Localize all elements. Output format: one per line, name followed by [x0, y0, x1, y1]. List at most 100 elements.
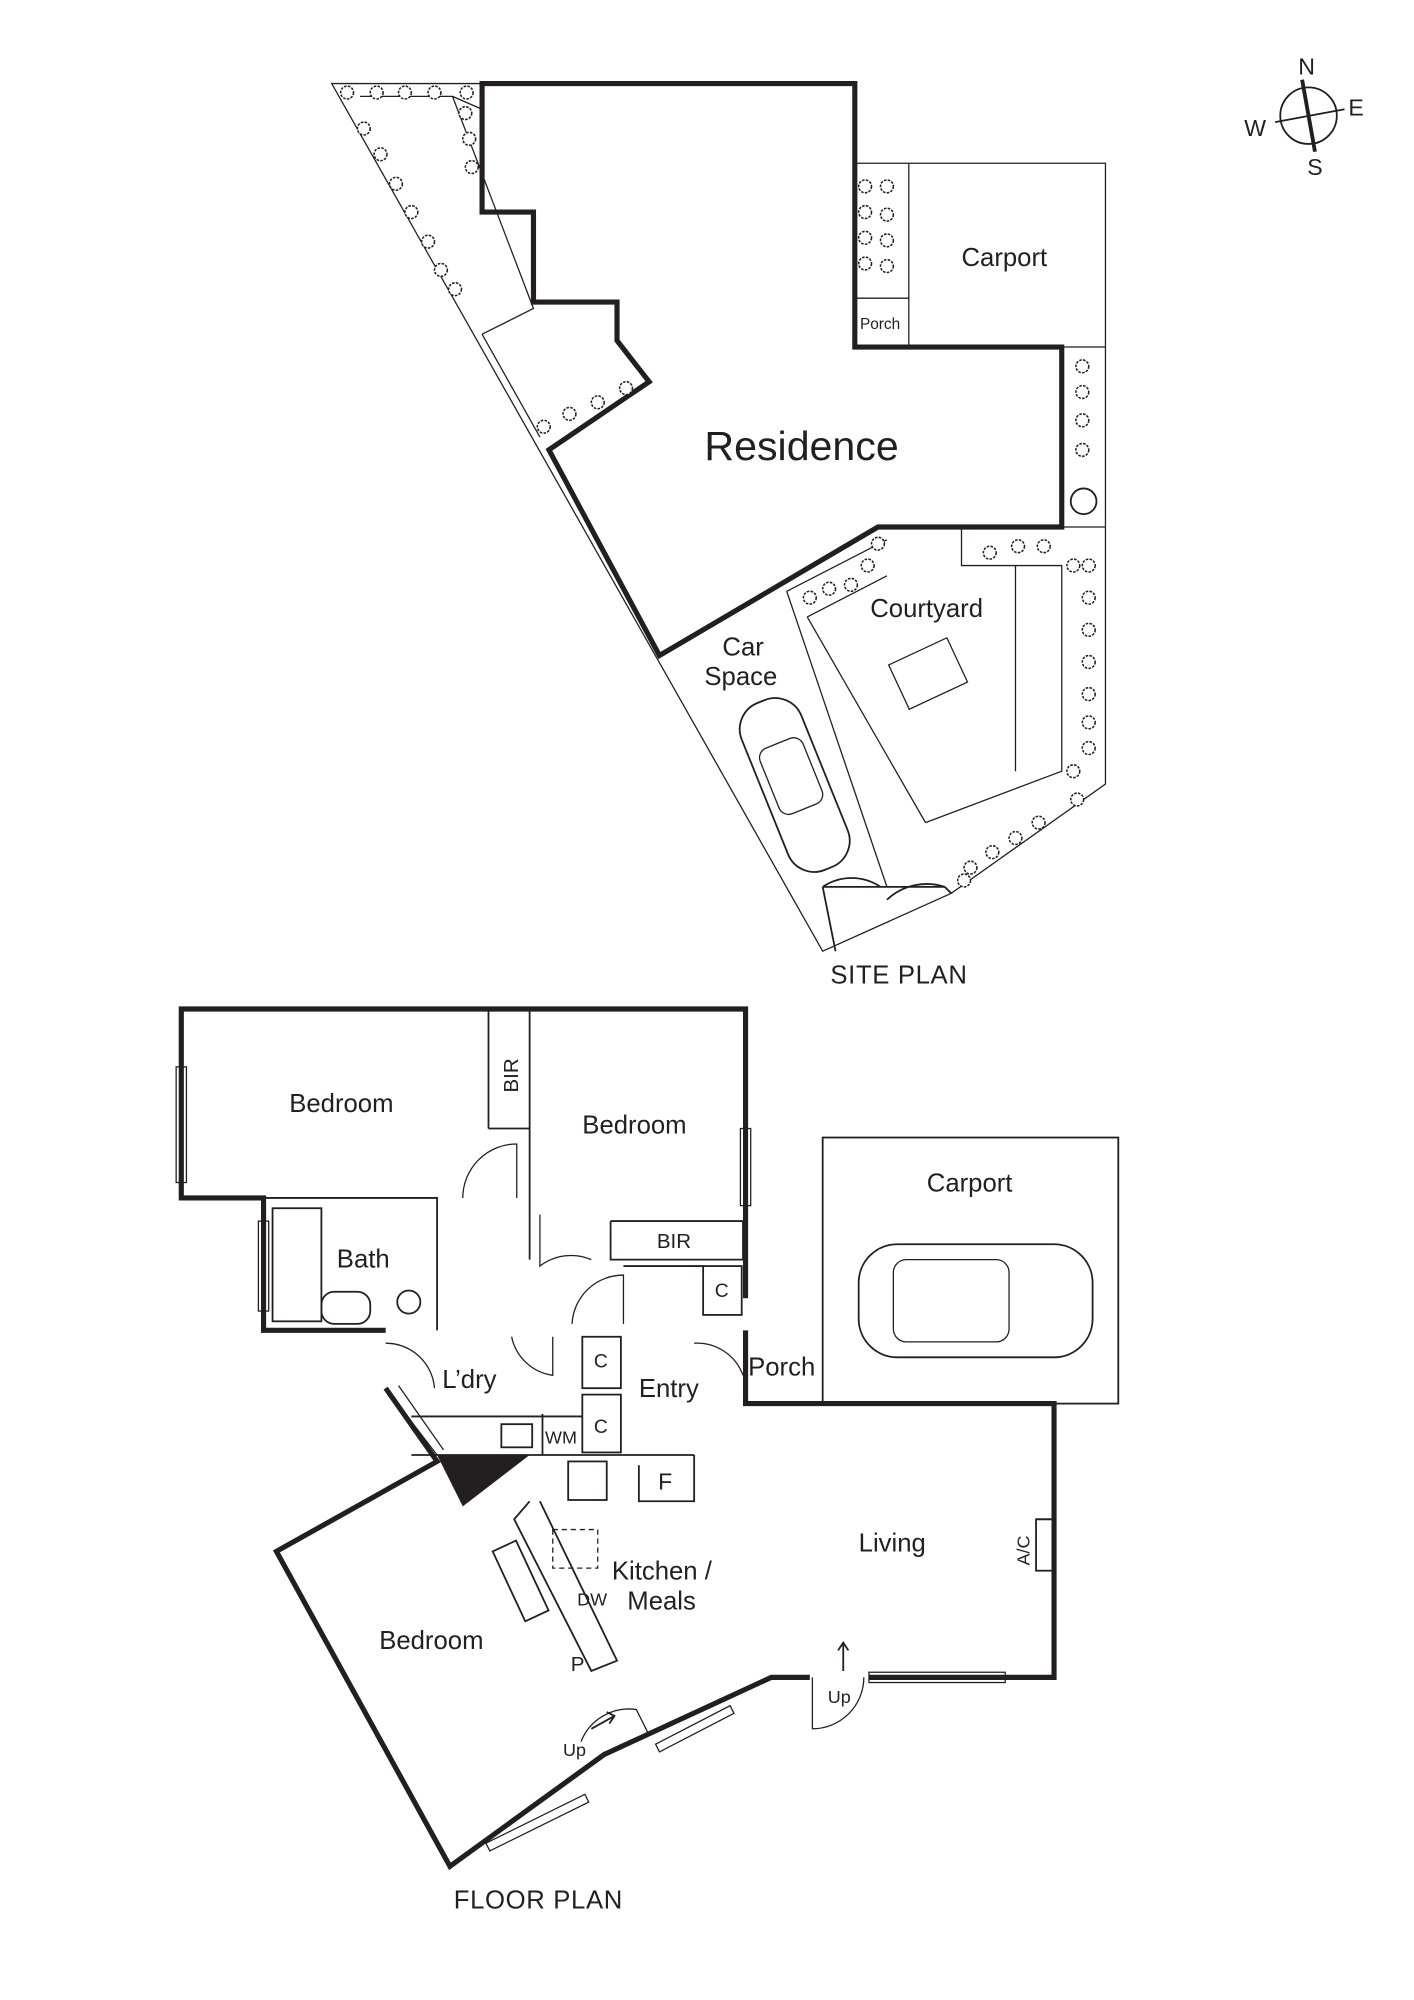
shrub-icon	[459, 85, 474, 100]
shrub-icon	[879, 207, 895, 222]
tree-icon	[1069, 487, 1098, 516]
window-icons	[175, 1066, 1006, 1852]
compass-e: E	[1348, 95, 1363, 121]
pantry-label: P	[571, 1653, 585, 1676]
bir-2-label: BIR	[657, 1230, 691, 1253]
shrub-icon	[562, 406, 577, 422]
shrub-icon	[1066, 558, 1081, 573]
shrub-icon	[985, 844, 1000, 860]
shrub-icon	[857, 204, 873, 220]
shrub-icon	[870, 536, 886, 551]
shrub-icon	[420, 234, 436, 249]
residence-outline	[479, 80, 1065, 660]
shrub-icon	[590, 395, 605, 410]
shrub-icon	[1075, 442, 1090, 458]
shrub-icon	[369, 85, 384, 100]
lot-boundary	[330, 82, 1107, 952]
carport-label: Carport	[927, 1170, 1013, 1198]
shrub-icon	[802, 590, 818, 605]
compass-icon: N E S W	[1244, 54, 1364, 180]
storage-wedge	[437, 1455, 530, 1507]
shrub-icon	[339, 85, 355, 100]
bath-label: Bath	[337, 1245, 390, 1273]
kitchen-label-1: Kitchen /	[612, 1558, 713, 1586]
shrub-icon	[1036, 539, 1051, 554]
car-space-label-2: Space	[704, 663, 777, 691]
up-label-1: Up	[828, 1687, 851, 1707]
compass-w: W	[1244, 115, 1266, 141]
car-icon	[857, 1243, 1094, 1359]
kitchen-sink-icon	[491, 1539, 550, 1623]
shrub-icon	[1010, 539, 1026, 554]
shrub-icon	[1069, 792, 1085, 807]
shrub-icon	[536, 419, 551, 434]
shrub-icon	[447, 282, 463, 297]
shrub-icon	[1081, 740, 1096, 756]
shrub-icon	[963, 860, 978, 875]
shrub-icon	[1031, 815, 1046, 830]
living-label: Living	[859, 1529, 926, 1557]
shrub-icon	[879, 233, 895, 248]
kitchen-label-2: Meals	[627, 1587, 696, 1615]
porch-label: Porch	[748, 1353, 815, 1381]
shrub-icon	[1081, 590, 1096, 605]
shrub-icon	[373, 147, 388, 162]
floor-plan: Bedroom BIR Bedroom BIR C Bath L’dry WM …	[175, 1006, 1120, 1915]
shrub-icon	[404, 204, 419, 220]
shrub-icon	[879, 179, 895, 194]
closet-2-label: C	[594, 1352, 608, 1373]
up-arrow-icon	[590, 1711, 616, 1730]
shrub-icon	[860, 558, 875, 573]
shrub-icon	[1081, 622, 1096, 638]
washing-machine-label: WM	[545, 1427, 577, 1447]
shrub-icon	[1075, 359, 1090, 374]
shrub-icon	[356, 121, 372, 136]
shrub-icon	[956, 873, 972, 888]
shrub-icon	[821, 581, 837, 596]
ac-label: A/C	[1014, 1536, 1034, 1566]
shrub-icon	[1075, 384, 1090, 400]
shrub-icon	[433, 262, 449, 278]
car-icon	[738, 697, 851, 873]
shrub-icon	[618, 380, 634, 396]
site-plan-title: SITE PLAN	[830, 961, 967, 989]
shrub-icon	[843, 577, 859, 593]
shrub-icon	[388, 176, 404, 192]
gate-icon	[821, 877, 952, 952]
shrub-icon	[397, 85, 413, 100]
site-porch-label: Porch	[860, 316, 900, 333]
shrub-icon	[458, 105, 473, 121]
kitchen-island	[552, 1528, 599, 1569]
bedroom-1-label: Bedroom	[289, 1090, 393, 1118]
shrub-icon	[982, 545, 997, 560]
closet-1-label: C	[715, 1281, 729, 1302]
shrub-icon	[857, 256, 873, 271]
bedroom-2-label: Bedroom	[582, 1112, 686, 1140]
bedroom-3-label: Bedroom	[379, 1627, 483, 1655]
courtyard-table	[887, 636, 969, 711]
shrub-icon	[1075, 413, 1090, 428]
shrub-icon	[879, 258, 895, 274]
bir-1-label: BIR	[500, 1058, 523, 1092]
shrub-icon	[1081, 558, 1096, 573]
shrub-icon	[464, 159, 479, 175]
tree-icons	[339, 85, 1098, 888]
shrub-icon	[427, 85, 442, 100]
floor-plan-title: FLOOR PLAN	[454, 1887, 623, 1915]
site-plan: Carport Porch Residence Courtyard Car Sp…	[330, 80, 1107, 989]
shrub-icon	[1008, 830, 1023, 846]
door-icons	[385, 1143, 865, 1742]
shrub-icon	[1081, 686, 1096, 702]
dishwasher-label: DW	[577, 1589, 607, 1609]
compass-n: N	[1298, 54, 1315, 80]
shrub-icon	[1066, 764, 1081, 779]
fridge-label: F	[658, 1469, 672, 1495]
entry-label: Entry	[639, 1375, 699, 1403]
site-carport-label: Carport	[961, 244, 1047, 272]
shrub-icon	[1081, 715, 1096, 730]
laundry-label: L’dry	[442, 1366, 496, 1394]
residence-label: Residence	[704, 423, 898, 469]
closet-3-label: C	[594, 1417, 608, 1438]
compass-s: S	[1307, 154, 1322, 180]
